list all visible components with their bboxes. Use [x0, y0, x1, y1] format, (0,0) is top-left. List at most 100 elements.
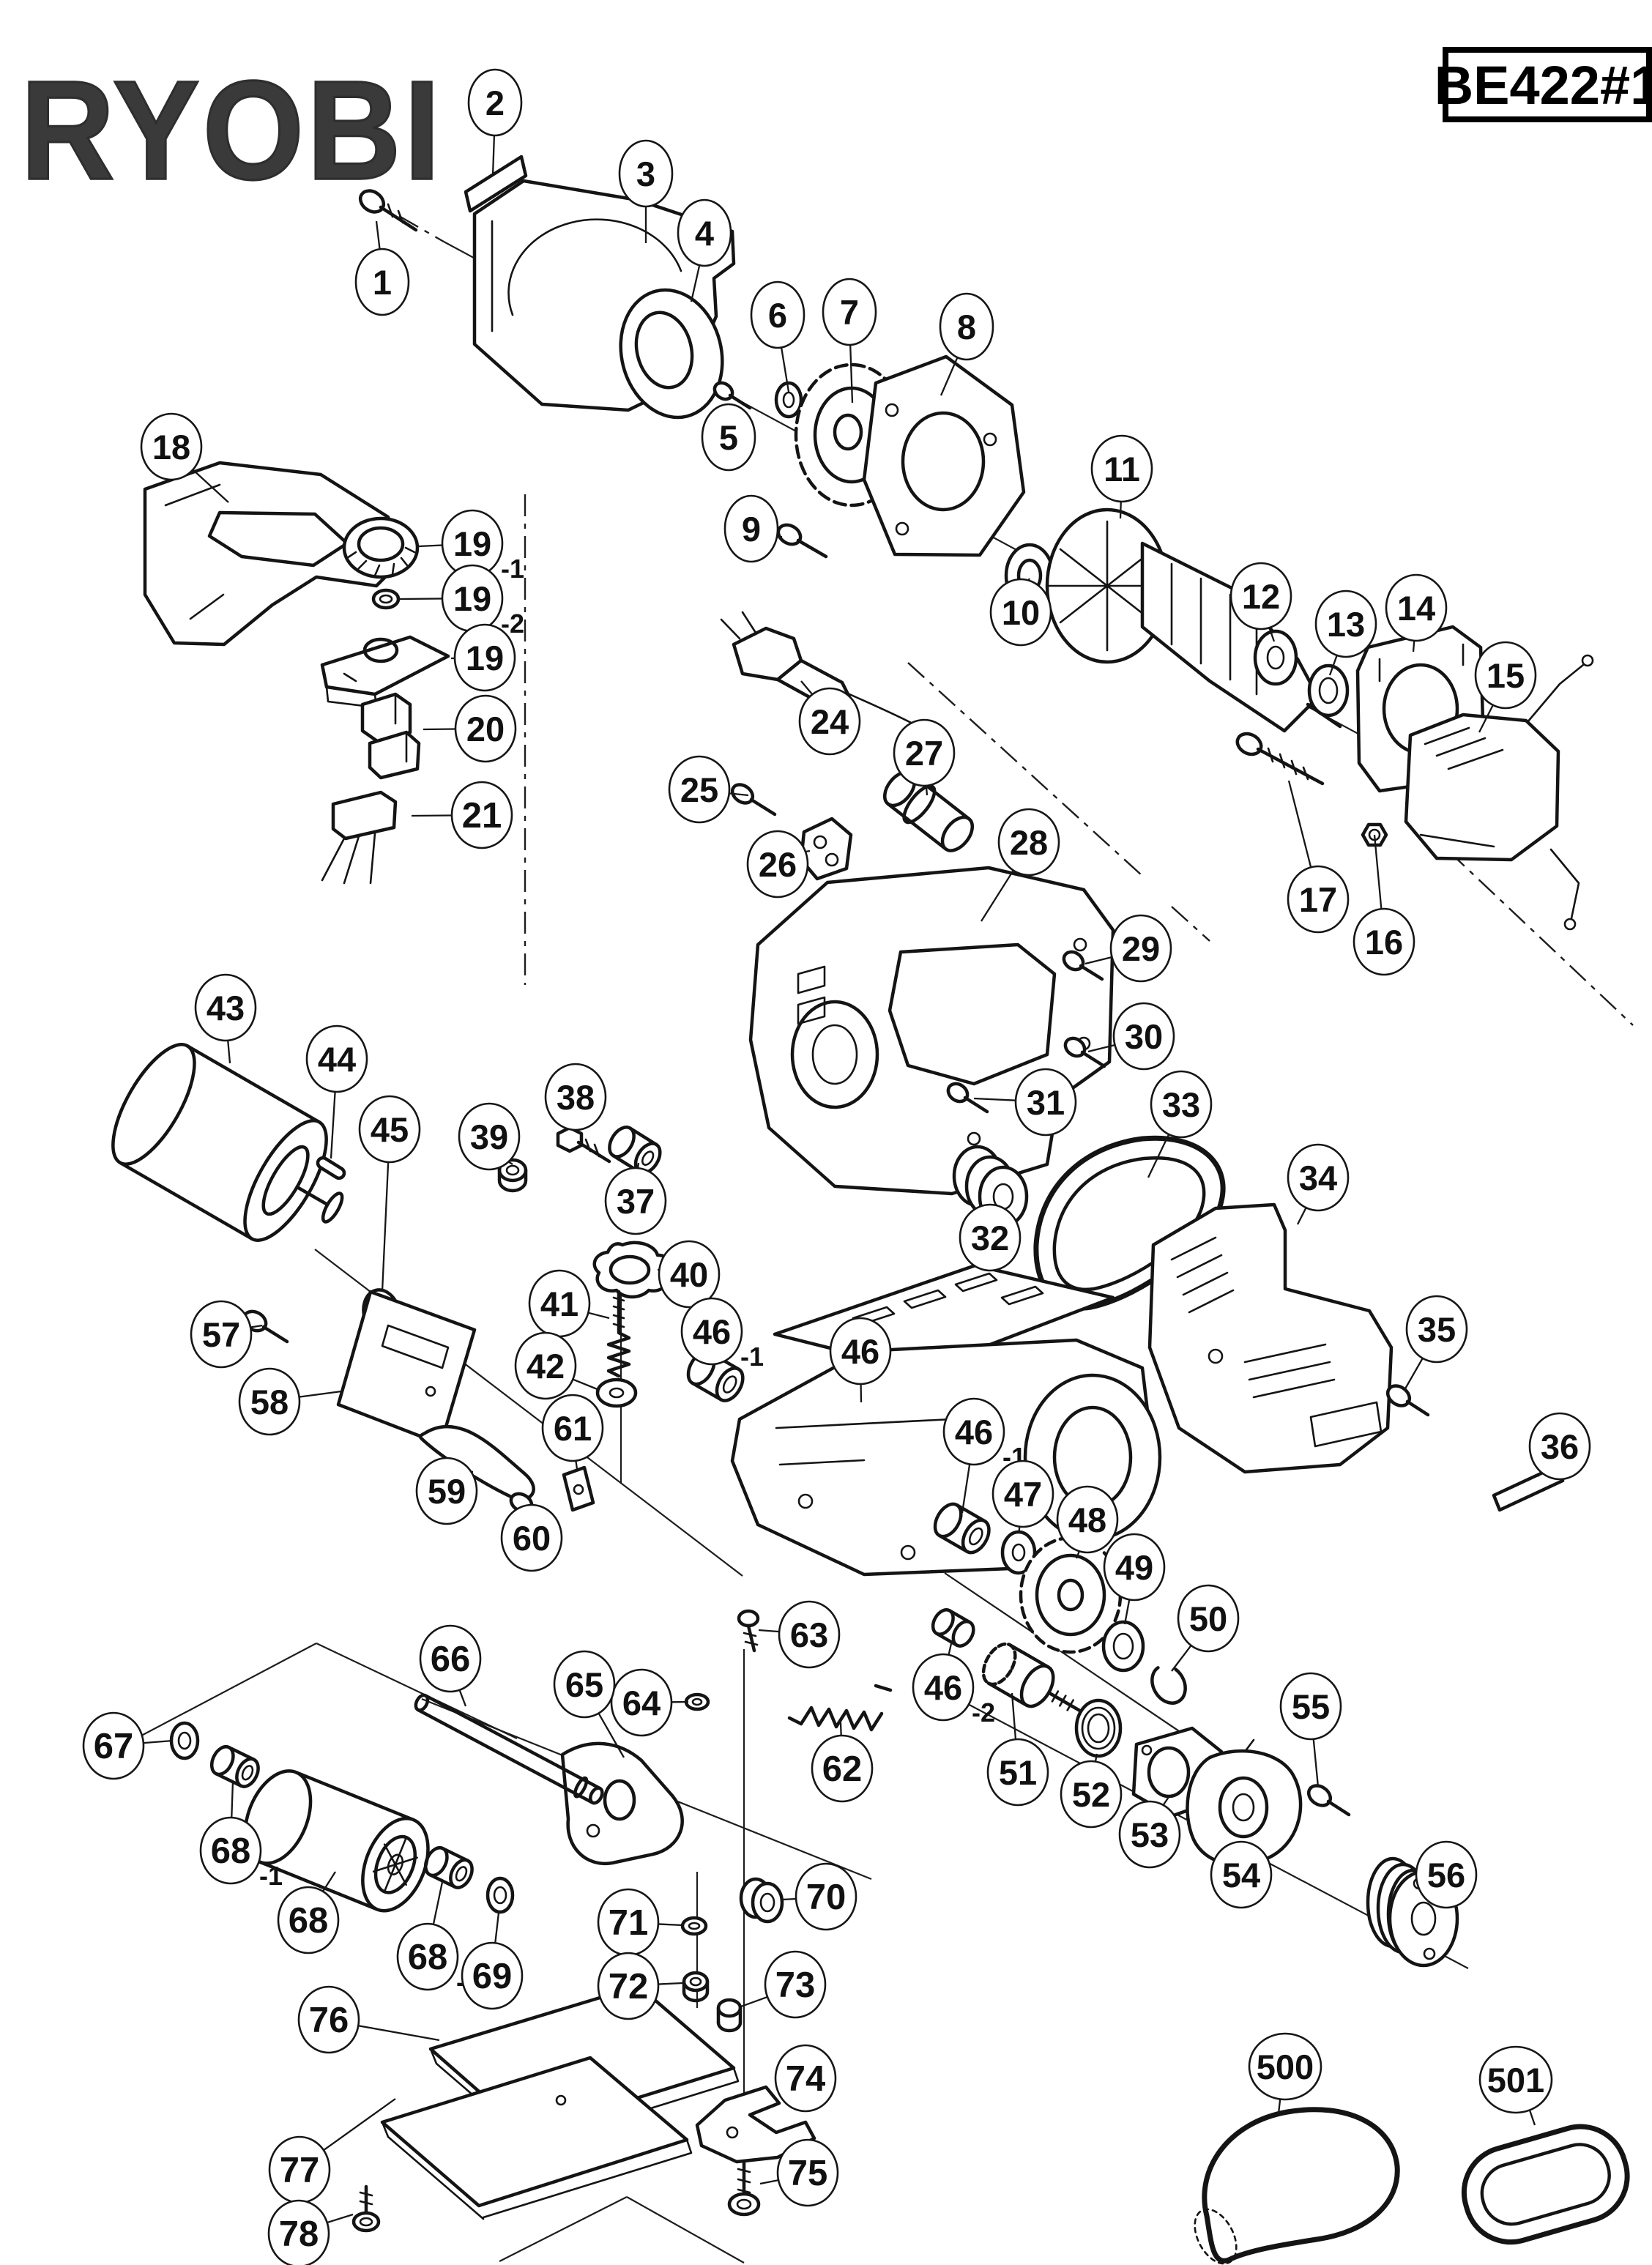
leader-line [143, 1739, 174, 1744]
callout-28: 28 [981, 808, 1060, 922]
leader-line [1119, 501, 1122, 519]
callout-number: 6 [768, 296, 787, 335]
callout-number: 51 [999, 1753, 1037, 1792]
leader-line [598, 1713, 625, 1758]
callout-50: 50 [1171, 1584, 1240, 1672]
callout-bubble [989, 578, 1052, 647]
leader-line [1075, 1550, 1080, 1559]
leader-line [961, 1464, 971, 1514]
leader-line [925, 785, 929, 796]
callout-bubble [297, 1985, 360, 2054]
part-bolt-38 [556, 1126, 611, 1164]
part-dial-19-1 [342, 516, 420, 579]
callout-76: 76 [297, 1985, 440, 2054]
callout-bubble [461, 1941, 524, 2010]
callout-64: 64 [610, 1668, 689, 1737]
callout-bubble [912, 1653, 975, 1722]
leader-line [458, 1689, 467, 1707]
part-bolt-17 [1235, 732, 1325, 786]
callout-bubble [500, 1503, 563, 1572]
leader-line [418, 544, 443, 548]
leader-line [572, 1378, 600, 1391]
callout-9: 9 [723, 494, 783, 563]
callout-bubble [1150, 1070, 1213, 1139]
part-bushing-46-2 [931, 1608, 975, 1648]
callout-4: 4 [677, 198, 732, 302]
callout-number: 55 [1292, 1687, 1330, 1726]
callout-suffix: -1 [501, 554, 524, 584]
callout-bubble [723, 494, 779, 563]
callout-number: 15 [1487, 656, 1525, 695]
brand-logo: RYOBI [21, 52, 443, 209]
callout-number: 12 [1242, 577, 1280, 616]
callout-number: 65 [565, 1665, 603, 1704]
callout-bubble [1229, 562, 1292, 631]
part-gear-48 [1019, 1536, 1123, 1654]
part-switch-19 [320, 635, 450, 709]
callout-bubble [959, 1203, 1022, 1272]
part-plate-8 [862, 354, 1026, 557]
callout-number: 43 [206, 989, 245, 1027]
callout-number: 53 [1131, 1815, 1169, 1854]
part-dust-bag-500 [1194, 2107, 1400, 2265]
callout-20: 20 [423, 694, 517, 763]
part-screw-78 [351, 2184, 381, 2233]
callout-37: 37 [604, 1162, 667, 1235]
part-pinion-51 [981, 1642, 1082, 1712]
callout-42: 42 [514, 1331, 600, 1400]
callout-bubble [396, 1922, 459, 1991]
leader-line [729, 792, 749, 797]
callout-suffix: -1 [259, 1861, 283, 1891]
callout-number: 76 [309, 2001, 349, 2040]
callout-number: 14 [1397, 589, 1435, 628]
callout-32: 32 [959, 1203, 1022, 1272]
callout-number: 73 [775, 1965, 816, 2005]
callout-19-1: 19-1 [418, 509, 524, 584]
callout-number: 63 [790, 1615, 828, 1654]
callout-bubble [893, 718, 956, 787]
part-circlip-50 [1150, 1664, 1187, 1705]
callout-bubble [140, 412, 203, 481]
callout-number: 41 [540, 1284, 578, 1323]
callout-77: 77 [268, 2098, 396, 2204]
leader-line [759, 2179, 779, 2185]
callout-8: 8 [939, 292, 994, 396]
callout-bubble [1248, 2032, 1322, 2101]
part-cover-34 [1147, 1202, 1394, 1474]
callout-number: 45 [371, 1110, 409, 1149]
leader-line [575, 1460, 578, 1470]
leader-line [973, 1097, 1016, 1101]
callout-number: 71 [609, 1903, 649, 1943]
callout-40: 40 [657, 1240, 721, 1309]
part-sleeve-27 [882, 770, 975, 852]
callout-45: 45 [358, 1095, 421, 1293]
callout-number: 66 [431, 1640, 471, 1679]
leader-line [330, 1091, 336, 1159]
part-screw-31 [946, 1082, 989, 1114]
callout-16: 16 [1353, 834, 1415, 976]
callout-number: 39 [470, 1117, 508, 1156]
leader-line [1373, 834, 1383, 910]
leader-line [192, 469, 229, 503]
leader-line [1011, 1692, 1017, 1740]
callout-number: 46 [924, 1668, 962, 1707]
leader-line [1296, 1207, 1307, 1225]
part-screw-63 [737, 1609, 760, 1653]
callout-bubble [267, 2199, 330, 2265]
part-flange-nut-70 [739, 1877, 784, 1924]
leader-line [658, 1982, 683, 1985]
callout-number: 50 [1189, 1599, 1227, 1638]
leader-line [981, 869, 1014, 922]
callout-bubble [604, 1167, 667, 1235]
callout-bubble [1112, 1002, 1175, 1071]
part-bearing-49 [1101, 1620, 1145, 1673]
callout-38: 38 [544, 1063, 607, 1131]
callout-bubble [668, 755, 731, 824]
callout-7: 7 [822, 278, 877, 403]
callout-54: 54 [1210, 1840, 1273, 1909]
callout-number: 32 [971, 1219, 1009, 1257]
callout-bubble [1314, 590, 1377, 658]
leader-line [740, 1996, 768, 2008]
leader-line [1162, 1796, 1169, 1806]
